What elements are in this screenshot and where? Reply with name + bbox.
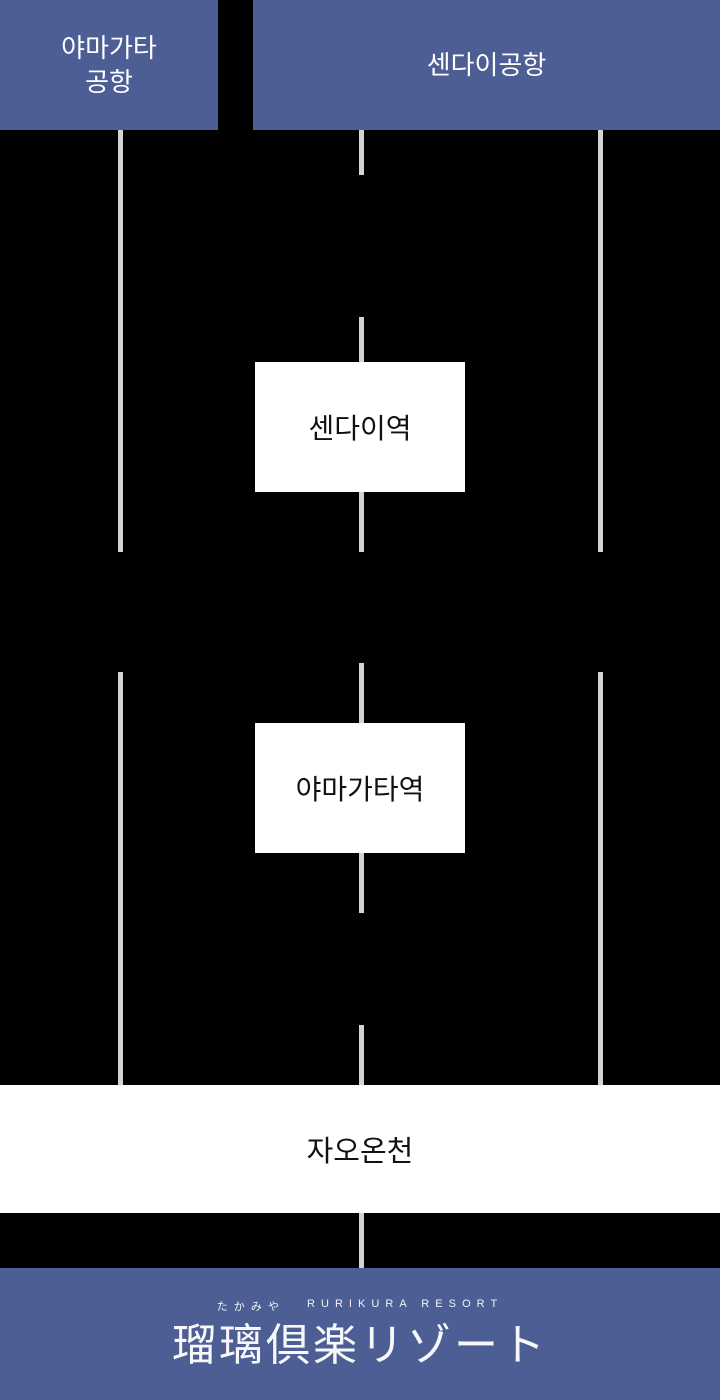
connector-line-center-seg2	[359, 317, 364, 362]
connector-line-center-seg6	[359, 1025, 364, 1085]
connector-line-right-upper	[598, 130, 603, 552]
connector-line-center-seg4	[359, 663, 364, 723]
connector-line-left-upper	[118, 130, 123, 552]
node-yamagata-station: 야마가타역	[255, 723, 465, 853]
connector-line-center-seg1	[359, 130, 364, 175]
node-sendai-station: 센다이역	[255, 362, 465, 492]
connector-line-center-seg3	[359, 492, 364, 552]
yamagata-airport-label-line2: 공항	[85, 67, 133, 97]
connector-line-left-lower	[118, 672, 123, 1085]
zao-onsen-label: 자오온천	[306, 1136, 414, 1168]
brand-logo: 瑠璃倶楽リゾート	[172, 1320, 548, 1370]
brand-furigana: たかみや	[216, 1300, 285, 1313]
node-yamagata-airport: 야마가타 공항	[0, 0, 218, 130]
yamagata-airport-label-line1: 야마가타	[61, 33, 157, 63]
node-sendai-airport: 센다이공항	[253, 0, 720, 130]
connector-line-center-seg5	[359, 853, 364, 913]
sendai-airport-label: 센다이공항	[426, 50, 547, 80]
node-zao-onsen: 자오온천	[0, 1085, 720, 1213]
connector-line-right-lower	[598, 672, 603, 1085]
yamagata-station-label: 야마가타역	[295, 774, 425, 805]
footer-brand: たかみや RURIKURA RESORT 瑠璃倶楽リゾート	[0, 1268, 720, 1400]
brand-latin-name: RURIKURA RESORT	[306, 1297, 504, 1310]
sendai-station-label: 센다이역	[308, 413, 412, 444]
connector-line-center-seg7	[359, 1213, 364, 1268]
brand-subtitle: たかみや RURIKURA RESORT	[217, 1298, 504, 1314]
